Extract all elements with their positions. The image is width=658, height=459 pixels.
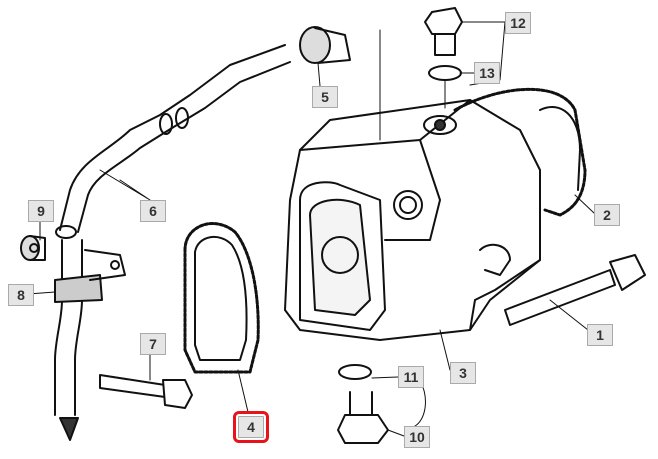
- callout-6[interactable]: 6: [140, 200, 166, 222]
- plug-part-10: [337, 391, 389, 444]
- callout-1[interactable]: 1: [587, 324, 613, 346]
- callout-5[interactable]: 5: [312, 86, 338, 108]
- gasket-part-2: [453, 87, 587, 217]
- bolt-part-7: [99, 374, 193, 409]
- callout-8[interactable]: 8: [8, 284, 34, 306]
- callout-3[interactable]: 3: [450, 362, 476, 384]
- plug-part-12: [424, 7, 463, 56]
- callout-2[interactable]: 2: [594, 204, 620, 226]
- housing-part-3: [284, 99, 541, 341]
- gasket-part-4: [183, 222, 260, 374]
- washer-part-13: [428, 65, 462, 81]
- washer-part-11: [338, 364, 372, 380]
- callout-7[interactable]: 7: [140, 333, 166, 355]
- pipe-part-8: [54, 239, 126, 441]
- callout-13[interactable]: 13: [474, 62, 500, 84]
- thermostat-part-5: [299, 26, 351, 64]
- callout-4-highlighted[interactable]: 4: [233, 411, 269, 443]
- callout-12[interactable]: 12: [505, 12, 531, 34]
- leader-lines: [27, 21, 595, 437]
- hose-part-6: [55, 44, 291, 239]
- bolt-part-1: [504, 254, 646, 326]
- callout-10[interactable]: 10: [404, 426, 430, 448]
- bushing-part-9: [20, 235, 46, 261]
- callout-9[interactable]: 9: [28, 200, 54, 222]
- callout-11[interactable]: 11: [398, 366, 424, 388]
